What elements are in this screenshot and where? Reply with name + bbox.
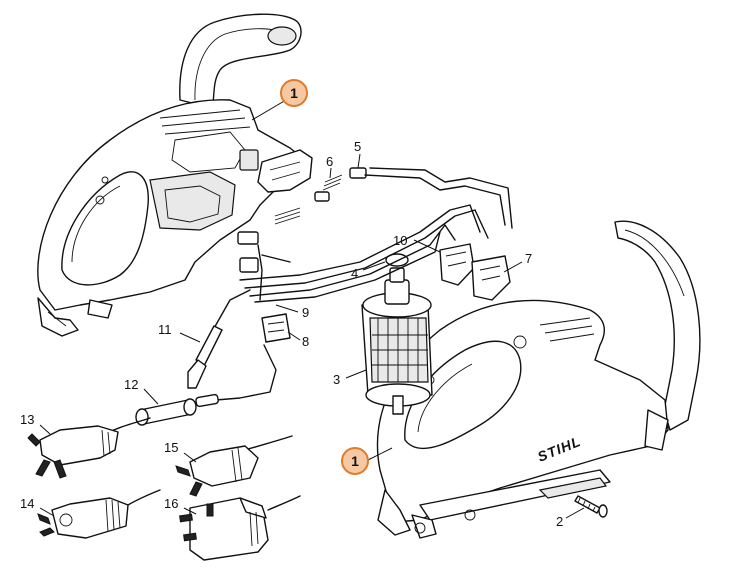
leader-1-lower bbox=[367, 447, 393, 461]
cable-strain-relief[interactable] bbox=[195, 325, 223, 367]
carbon-brush[interactable] bbox=[349, 167, 367, 179]
lower-housing-half[interactable]: STIHL bbox=[376, 220, 701, 539]
label-4[interactable]: 4 bbox=[351, 266, 358, 281]
brush-holder[interactable] bbox=[314, 191, 330, 202]
label-16[interactable]: 16 bbox=[164, 496, 178, 511]
label-15[interactable]: 15 bbox=[164, 440, 178, 455]
label-7[interactable]: 7 bbox=[525, 251, 532, 266]
label-5[interactable]: 5 bbox=[354, 139, 361, 154]
plug-au[interactable] bbox=[27, 417, 151, 479]
callout-label-1-upper: 1 bbox=[290, 85, 298, 101]
callout-circle-1-upper[interactable] bbox=[280, 79, 308, 107]
spring bbox=[322, 174, 343, 191]
wiring-harness[interactable] bbox=[187, 167, 513, 408]
terminal-block[interactable] bbox=[261, 313, 291, 343]
plug-uk[interactable] bbox=[179, 495, 301, 561]
o-ring[interactable] bbox=[385, 253, 409, 267]
labels: 1 1 2 3 4 5 6 7 8 9 10 11 bbox=[20, 79, 585, 529]
label-12[interactable]: 12 bbox=[124, 377, 138, 392]
label-3[interactable]: 3 bbox=[333, 372, 340, 387]
label-6[interactable]: 6 bbox=[326, 154, 333, 169]
label-8[interactable]: 8 bbox=[302, 334, 309, 349]
leader-1-upper bbox=[251, 99, 287, 121]
upper-housing-half[interactable] bbox=[37, 13, 313, 337]
label-14[interactable]: 14 bbox=[20, 496, 34, 511]
label-11[interactable]: 11 bbox=[158, 322, 172, 337]
cable-sleeve[interactable] bbox=[135, 398, 197, 426]
callout-label-1-lower: 1 bbox=[351, 453, 359, 469]
plug-eu[interactable] bbox=[37, 489, 161, 539]
motor-armature[interactable] bbox=[361, 267, 433, 415]
label-9[interactable]: 9 bbox=[302, 305, 309, 320]
screw[interactable] bbox=[574, 495, 608, 518]
label-10[interactable]: 10 bbox=[393, 233, 407, 248]
connector-left[interactable] bbox=[439, 243, 475, 286]
label-13[interactable]: 13 bbox=[20, 412, 34, 427]
callout-circle-1-lower[interactable] bbox=[341, 447, 369, 475]
spring-2 bbox=[274, 207, 301, 225]
plug-ch[interactable] bbox=[175, 435, 293, 497]
label-2[interactable]: 2 bbox=[556, 514, 563, 529]
